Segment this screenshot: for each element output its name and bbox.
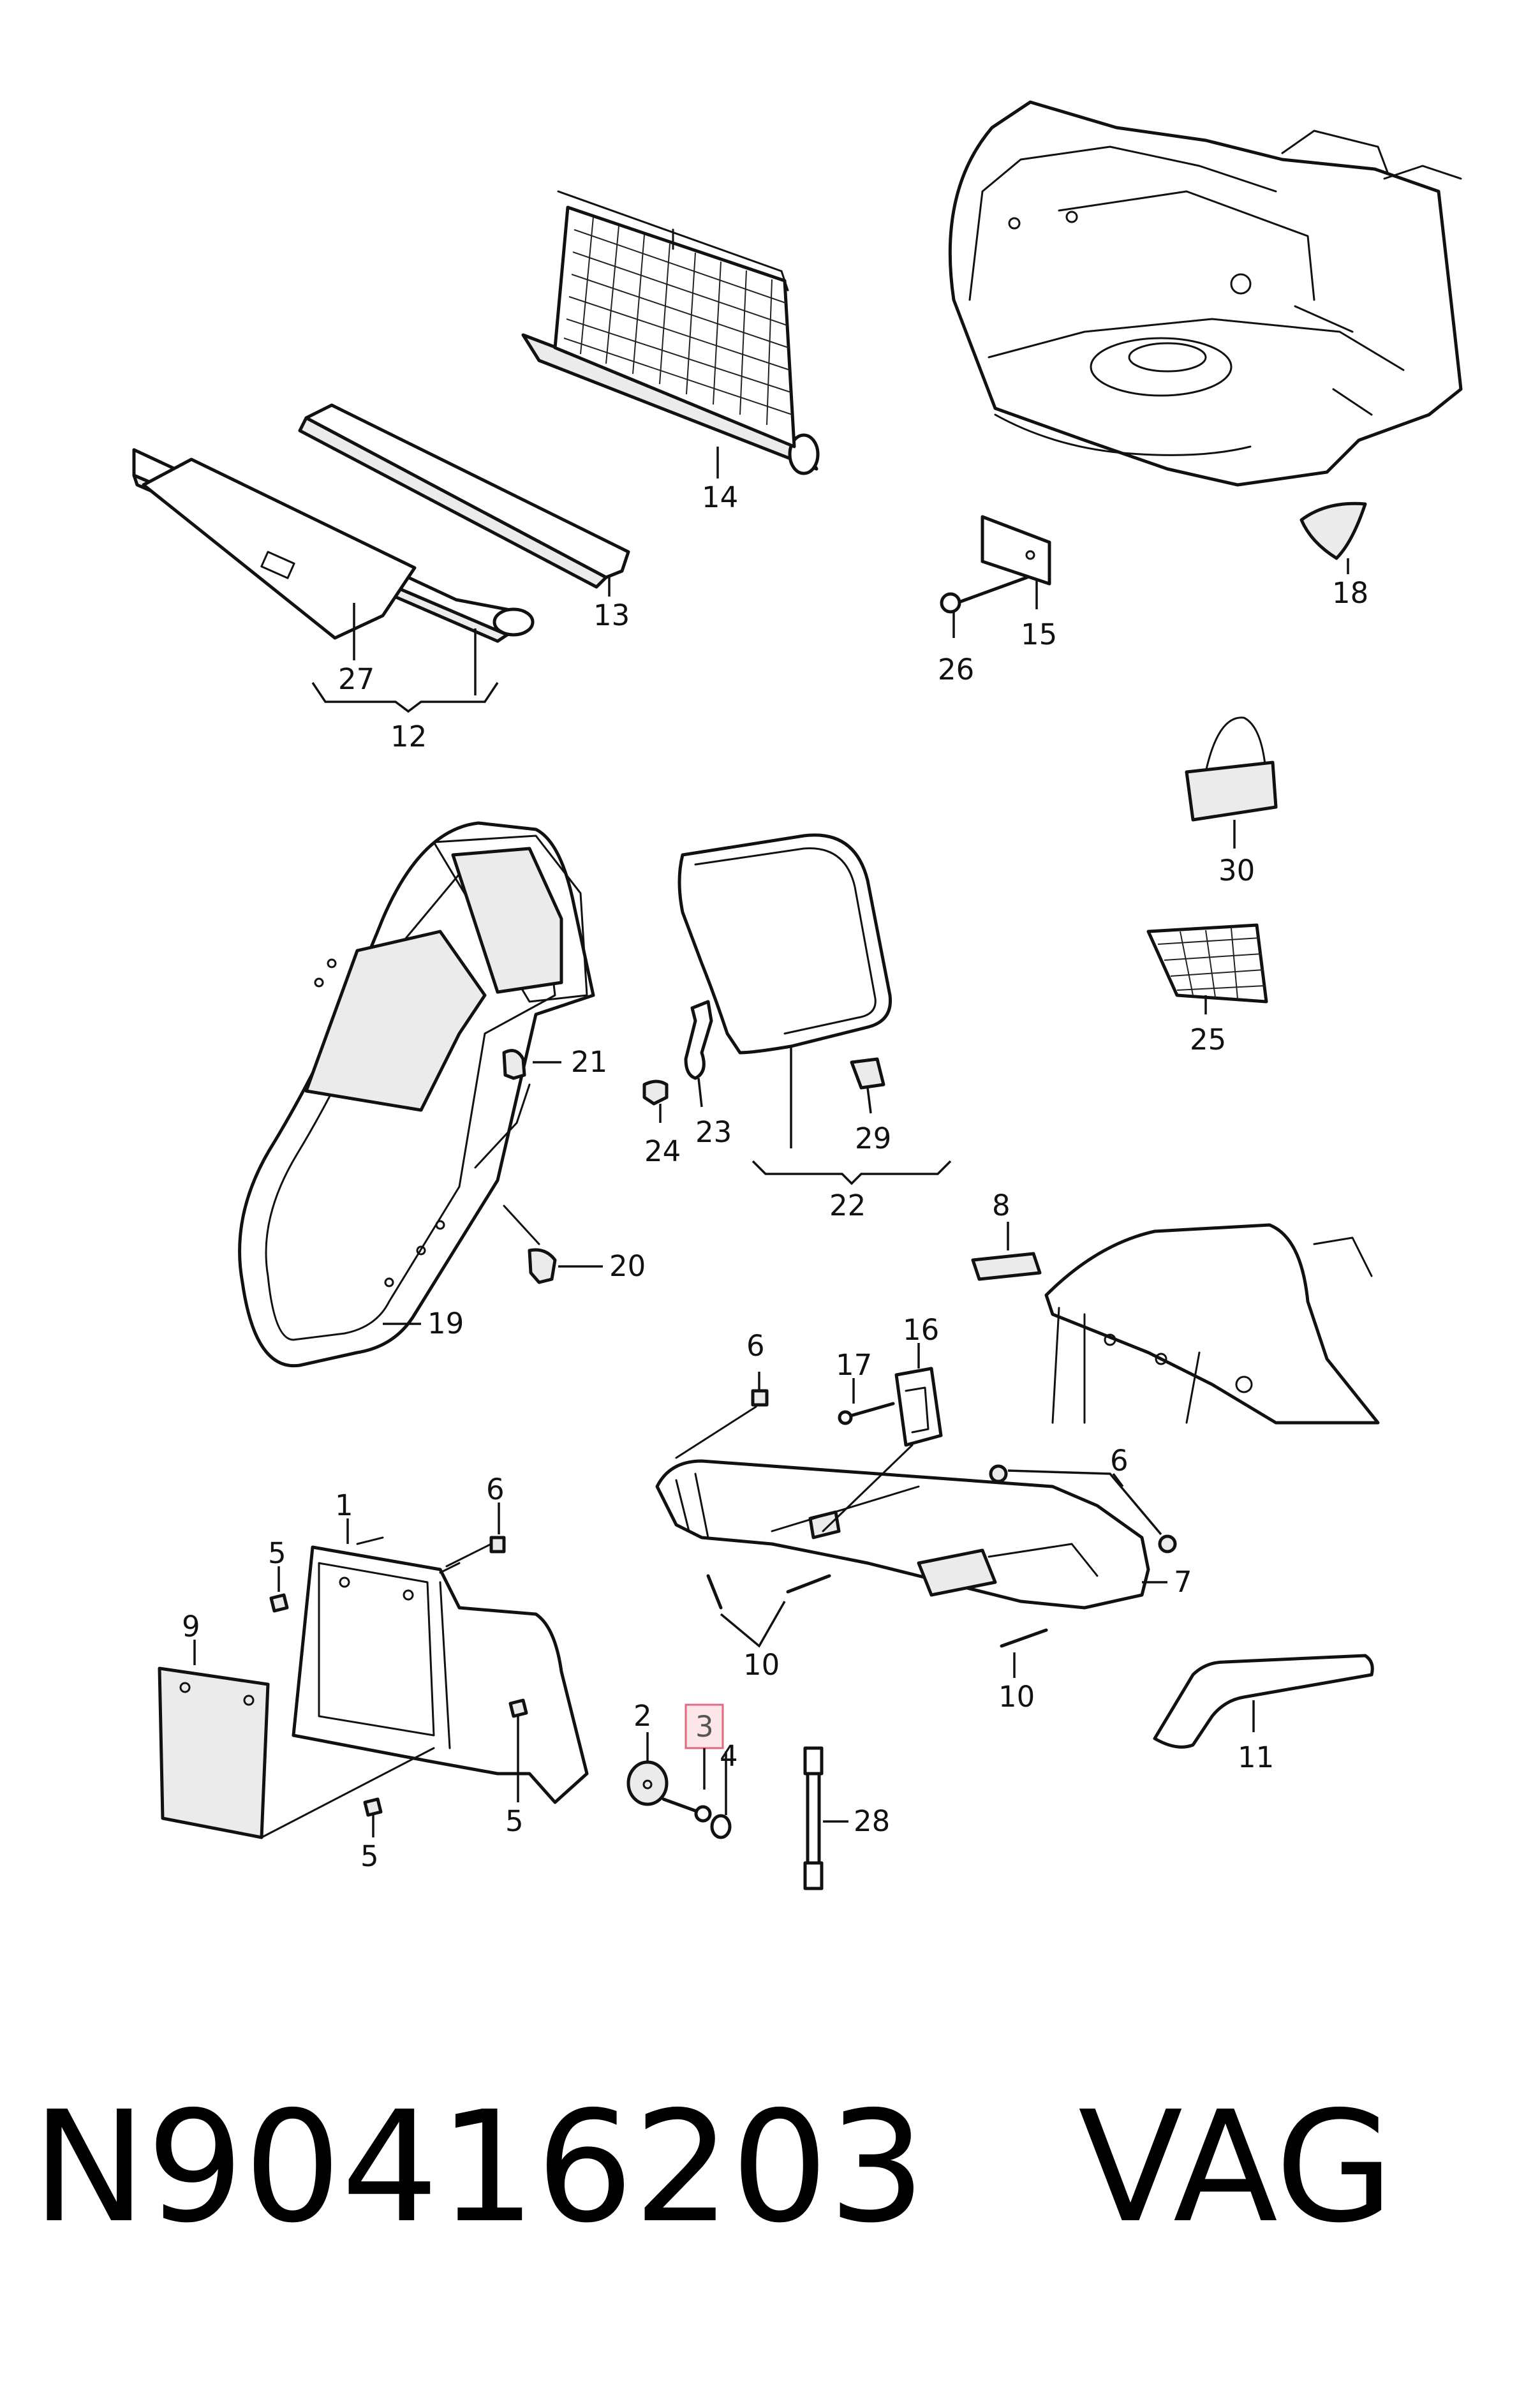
callout-7: 7	[1174, 1565, 1192, 1599]
part-19-tailgate-trim: 19	[238, 821, 595, 1368]
callout-3: 3	[695, 1710, 714, 1744]
part-21-clip: 21	[474, 1045, 607, 1169]
callout-9: 9	[182, 1610, 200, 1643]
part-3-screw: 3	[662, 1703, 724, 1823]
part-16-clip: 16	[822, 1313, 943, 1532]
callout-24: 24	[644, 1134, 681, 1168]
part-1-side-panel: 1	[292, 1488, 589, 1804]
callout-5b: 5	[505, 1804, 524, 1838]
part-20-clip: 20	[503, 1205, 646, 1284]
part-18: 18	[1299, 501, 1368, 610]
part-25-net: 25	[1146, 923, 1268, 1057]
callout-16: 16	[903, 1313, 939, 1347]
callout-5c: 5	[360, 1839, 379, 1873]
part-12-luggage-cover: 27 12	[132, 448, 535, 753]
callout-19: 19	[427, 1307, 464, 1340]
part-24-clip: 24	[642, 1079, 681, 1168]
part-6-clips-top: 6 6	[675, 1329, 1177, 1554]
callout-22: 22	[829, 1189, 866, 1222]
part-10-screws: 10 10	[706, 1574, 1048, 1714]
callout-21: 21	[571, 1045, 607, 1079]
callout-10b: 10	[998, 1680, 1035, 1714]
callout-27: 27	[338, 662, 374, 696]
callout-6c: 6	[486, 1472, 505, 1506]
callout-30: 30	[1218, 854, 1255, 887]
part-8-cap: 8	[971, 1189, 1042, 1281]
part-22-trim-panel: 22	[677, 833, 952, 1222]
callout-15: 15	[1021, 618, 1057, 651]
part-17-screw: 17	[836, 1348, 895, 1425]
part-26-screw: 26	[938, 575, 1029, 686]
part-number-label: N90416203	[32, 2078, 926, 2257]
callout-26: 26	[938, 653, 974, 686]
callout-28: 28	[854, 1804, 890, 1838]
part-6-clip-left: 6	[445, 1472, 506, 1568]
callout-17: 17	[836, 1348, 872, 1382]
callout-13: 13	[593, 598, 630, 632]
part-2-cap: 2	[626, 1699, 669, 1806]
trunk-overview	[948, 100, 1463, 487]
part-14-luggage-net: 14	[521, 190, 820, 514]
callout-6a: 6	[746, 1329, 765, 1363]
callout-6b: 6	[1110, 1444, 1129, 1478]
callout-2: 2	[633, 1699, 652, 1733]
callout-20: 20	[609, 1249, 646, 1283]
callout-14: 14	[702, 480, 738, 514]
part-7-side-trim: 7	[655, 1459, 1192, 1610]
callout-4: 4	[720, 1739, 738, 1773]
callout-5a: 5	[268, 1536, 286, 1570]
callout-10a: 10	[743, 1648, 780, 1682]
callout-8: 8	[992, 1189, 1011, 1222]
callout-29: 29	[855, 1122, 891, 1155]
callout-1: 1	[335, 1488, 353, 1522]
part-30-bag: 30	[1185, 716, 1278, 887]
callout-18: 18	[1332, 576, 1368, 610]
part-23-bracket: 23	[684, 1000, 732, 1149]
part-29-clip: 29	[850, 1057, 891, 1155]
part-13-cover-tray: 13	[298, 403, 630, 632]
callout-25: 25	[1190, 1023, 1226, 1057]
callout-11: 11	[1238, 1740, 1274, 1774]
part-9-panel: 9	[158, 1610, 435, 1839]
part-11-trim: 11	[1153, 1654, 1374, 1774]
trunk-side-section	[1044, 1223, 1380, 1425]
part-5-clips: 5 5 5	[268, 1536, 528, 1873]
part-15-bracket: 15	[981, 515, 1057, 651]
callout-12: 12	[390, 720, 427, 753]
brand-label: VAG	[1078, 2078, 1394, 2257]
callout-23: 23	[695, 1115, 732, 1149]
part-4-washer: 4	[710, 1739, 738, 1839]
part-28-rod: 28	[803, 1746, 890, 1890]
